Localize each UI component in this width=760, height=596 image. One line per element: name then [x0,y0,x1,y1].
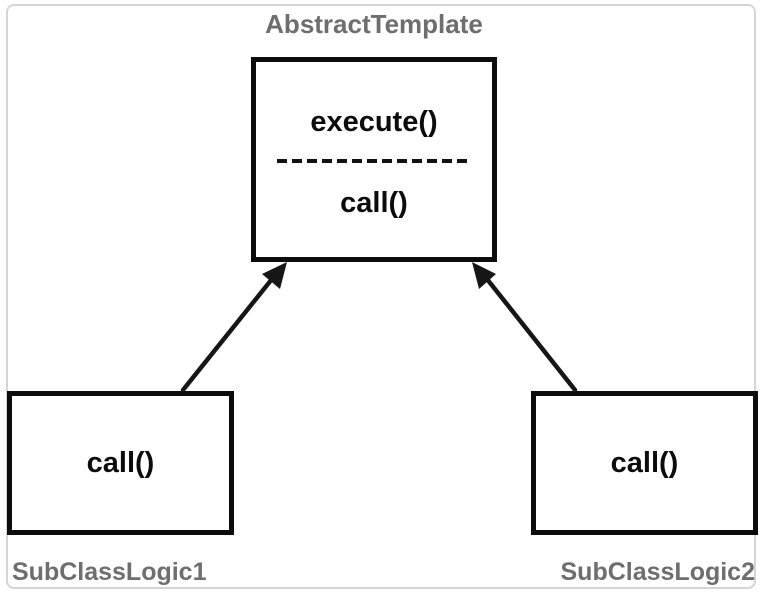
subclass1-method-label: call() [86,446,155,479]
abstract-class-title: AbstractTemplate [265,9,483,39]
subclass2-method-label: call() [610,446,679,479]
subclass2-label: SubClassLogic2 [560,558,756,586]
subclass1-box: call() [7,391,234,535]
subclass2-box: call() [531,391,758,535]
hook-method-label: call() [340,187,408,219]
method-divider [277,159,471,163]
abstract-class-box: execute() call() [251,57,497,262]
template-method-label: execute() [310,106,438,138]
subclass1-label: SubClassLogic1 [12,558,207,586]
